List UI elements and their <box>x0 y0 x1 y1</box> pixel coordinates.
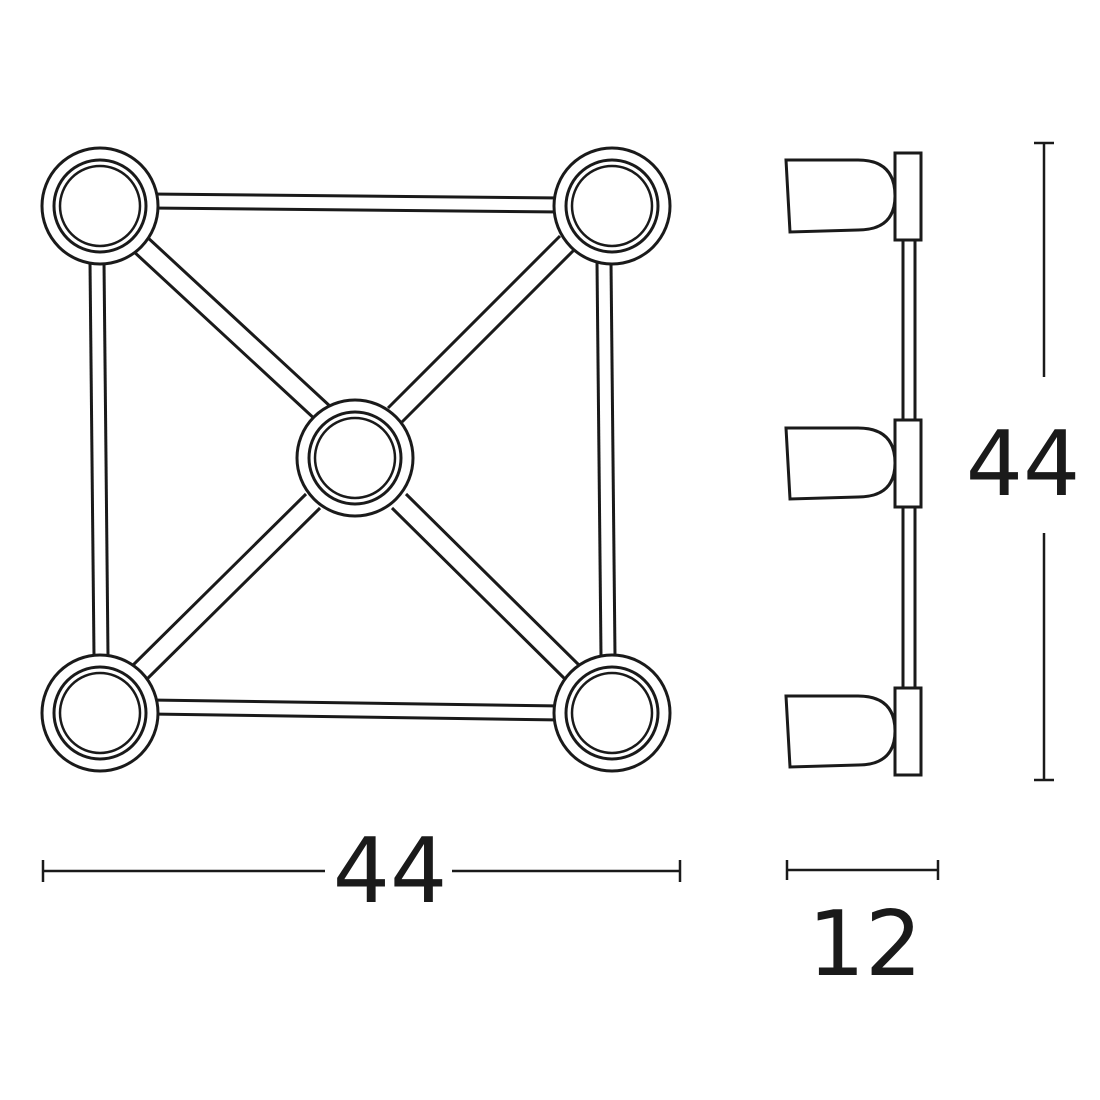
lamp-head-top-right <box>552 146 672 266</box>
frame-bar-bottom <box>149 698 563 722</box>
lamp-head-top-left <box>40 146 160 266</box>
lamp-head-center <box>295 398 415 518</box>
top-view <box>40 146 672 773</box>
height-dimension: 44 <box>966 141 1081 782</box>
mount-block-bottom <box>893 686 923 777</box>
height-dimension-label: 44 <box>966 412 1081 517</box>
lamp-head-bottom-left <box>40 653 160 773</box>
mount-block-top <box>893 151 923 242</box>
depth-dimension: 12 <box>785 860 940 997</box>
side-view <box>784 151 923 777</box>
lamp-head-bottom-right <box>552 653 672 773</box>
mount-block-middle <box>893 418 923 509</box>
lamp-shade-bottom <box>784 694 897 769</box>
diagonal-rod-top-right <box>386 234 576 424</box>
lamp-shade-top <box>784 158 897 234</box>
diagonal-rod-bottom-left <box>126 492 322 686</box>
width-dimension: 44 <box>41 819 682 924</box>
width-dimension-label: 44 <box>333 819 448 924</box>
depth-dimension-label: 12 <box>808 892 923 997</box>
frame-bar-top <box>149 192 563 214</box>
frame-bar-left <box>88 261 110 657</box>
diagonal-rod-top-left <box>130 234 334 424</box>
diagonal-rod-bottom-right <box>390 492 586 686</box>
frame-bar-right <box>595 261 617 657</box>
lamp-shade-middle <box>784 426 897 501</box>
